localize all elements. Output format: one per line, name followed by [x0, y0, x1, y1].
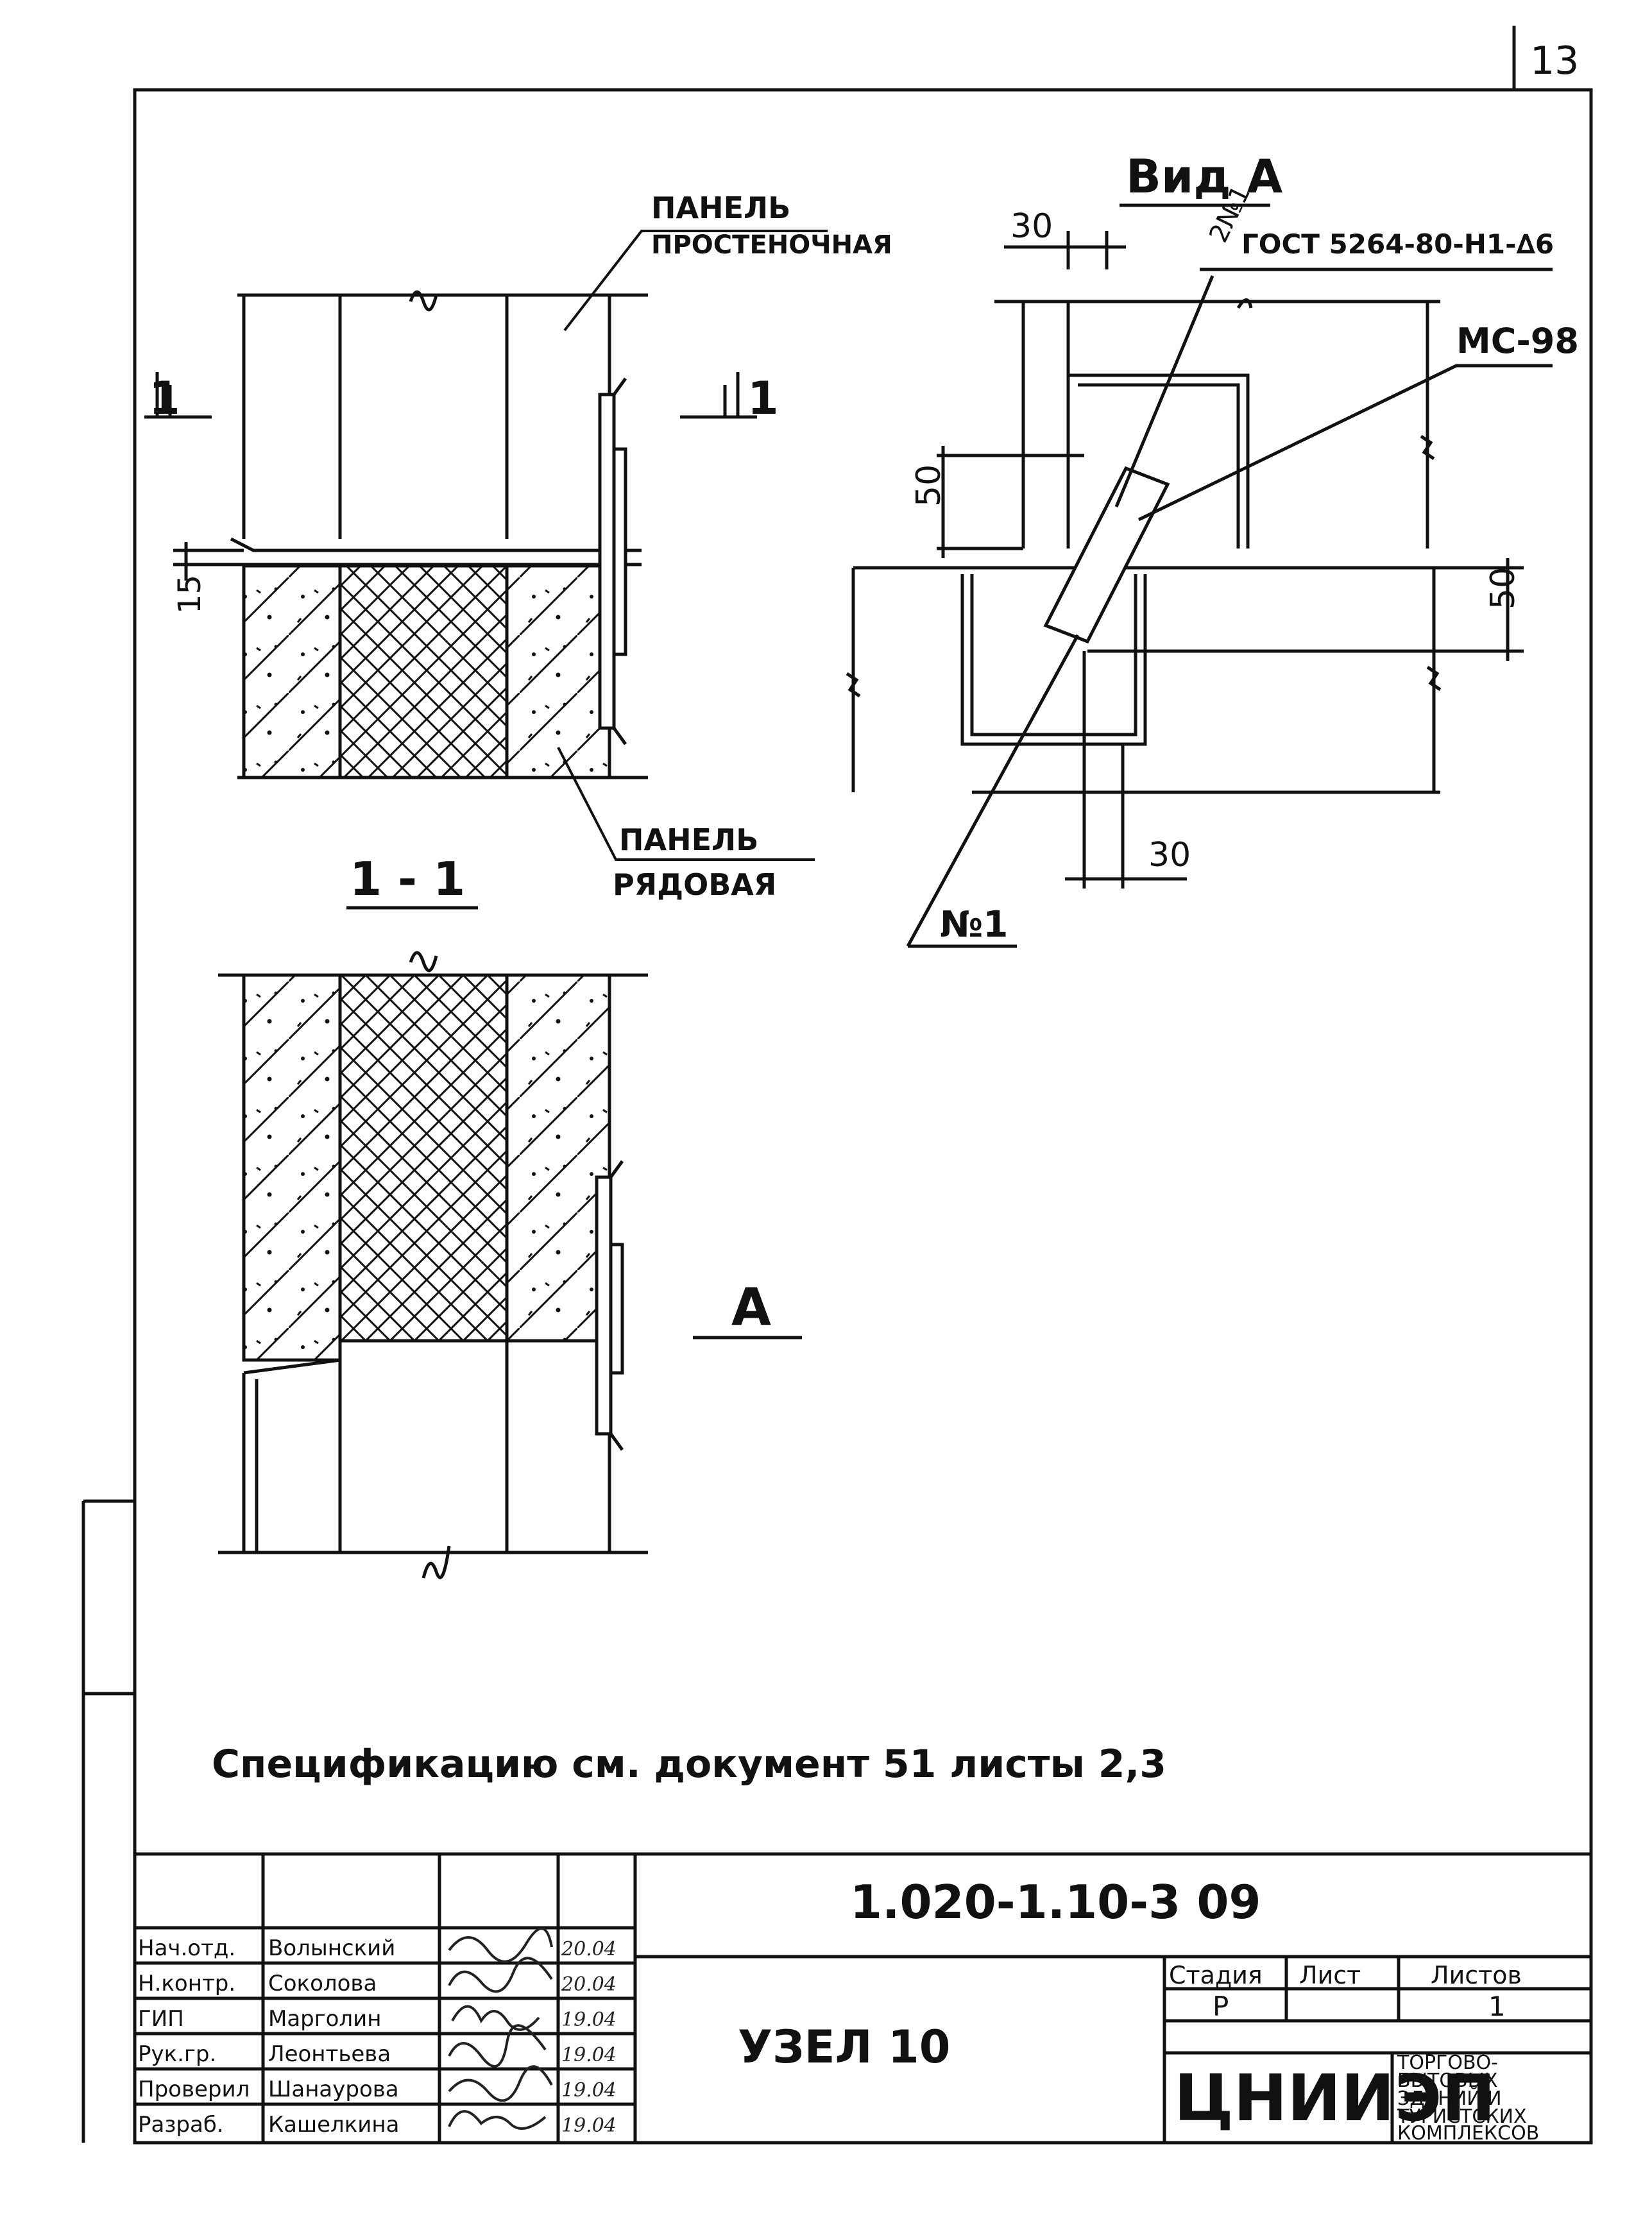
view-a-title: Вид А: [1126, 149, 1283, 203]
title-block-grid: [135, 1852, 1591, 2143]
dimension-30-bottom: 30: [1148, 836, 1191, 874]
org-desc-line: ТОРГОВО-: [1397, 2052, 1498, 2074]
role-cell: Разраб.: [138, 2112, 224, 2138]
label-panel-wall-2: ПРОСТЕНОЧНАЯ: [651, 230, 892, 260]
view-a-mark: А: [731, 1277, 771, 1337]
org-desc-line: ЗДАНИЙ И: [1397, 2087, 1502, 2110]
date-cell: 20.04: [561, 1938, 617, 1960]
section-mark-right: 1: [747, 372, 779, 425]
sheets-header: Листов: [1431, 1961, 1522, 1989]
role-cell: ГИП: [138, 2006, 184, 2032]
role-cell: Нач.отд.: [138, 1935, 235, 1961]
dimension-15: 15: [172, 575, 208, 614]
date-cell: 19.04: [561, 2044, 617, 2066]
signatures: [448, 1927, 553, 2130]
name-cell: Соколова: [268, 1971, 377, 1996]
section-title: 1 - 1: [350, 852, 465, 906]
stage-value: Р: [1213, 1991, 1229, 2022]
upper-section: [144, 290, 757, 779]
stage-header: Стадия: [1169, 1961, 1263, 1989]
name-cell: Кашелкина: [268, 2112, 399, 2138]
dimension-50-right: 50: [1484, 567, 1522, 609]
section-mark-left: 1: [149, 372, 180, 425]
date-cell: 19.04: [561, 2079, 617, 2102]
sheets-value: 1: [1488, 1991, 1506, 2022]
leader-panel-row: [557, 747, 815, 861]
name-cell: Марголин: [268, 2006, 381, 2032]
document-code: 1.020-1.10-3 09: [850, 1875, 1261, 1929]
mc98-label: МС-98: [1456, 321, 1579, 361]
org-desc-line: КОМПЛЕКСОВ: [1397, 2122, 1539, 2145]
dimension-30-top: 30: [1010, 207, 1053, 246]
org-desc-line: ТУРИСТСКИХ: [1397, 2105, 1527, 2128]
date-cell: 19.04: [561, 2009, 617, 2031]
sheet-number: 13: [1530, 38, 1579, 83]
leader-panel-wall: [563, 230, 828, 332]
specification-note: Спецификацию см. документ 51 листы 2,3: [212, 1742, 1166, 1787]
role-cell: Рук.гр.: [138, 2041, 216, 2067]
node-title: УЗЕЛ 10: [738, 2021, 950, 2073]
name-cell: Волынский: [268, 1935, 395, 1961]
role-cell: Проверил: [138, 2077, 250, 2102]
view-a-drawing: [846, 231, 1553, 948]
date-cell: 19.04: [561, 2114, 617, 2137]
organization-description: ТОРГОВО- БЫТОВЫХ ЗДАНИЙ И ТУРИСТСКИХ КОМ…: [1397, 2052, 1539, 2145]
section-1-1: [218, 951, 802, 1579]
name-cell: Леонтьева: [268, 2041, 391, 2067]
signature-rows: Нач.отд. Волынский 20.04 Н.контр. Соколо…: [138, 1935, 617, 2138]
dimension-50-left: 50: [910, 464, 948, 507]
org-desc-line: БЫТОВЫХ: [1397, 2070, 1498, 2092]
label-panel-row-2: РЯДОВАЯ: [613, 867, 776, 902]
organization-name: ЦНИИЭП: [1174, 2061, 1495, 2136]
label-panel-row-1: ПАНЕЛЬ: [619, 822, 758, 857]
position-1-label: №1: [940, 904, 1008, 946]
sheet-header: Лист: [1299, 1961, 1361, 1989]
date-cell: 20.04: [561, 1973, 617, 1996]
name-cell: Шанаурова: [268, 2077, 399, 2102]
gost-label: ГОСТ 5264-80-Н1-∆6: [1241, 228, 1554, 260]
role-cell: Н.контр.: [138, 1971, 235, 1996]
sheet-frame: [81, 26, 1593, 2145]
label-panel-wall-1: ПАНЕЛЬ: [651, 191, 790, 225]
